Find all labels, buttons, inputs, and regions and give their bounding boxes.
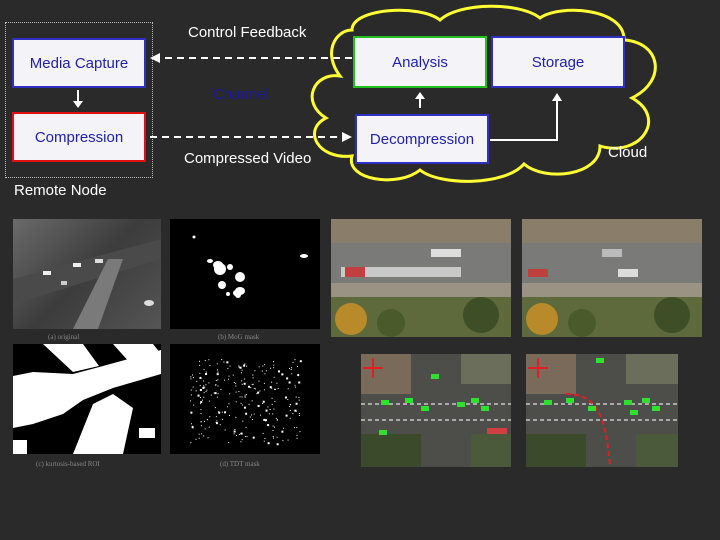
remote-node-label: Remote Node: [14, 182, 107, 199]
mog-mask-image: [170, 219, 320, 329]
storage-label: Storage: [531, 53, 585, 71]
channel-label: Channel: [213, 86, 269, 103]
kurtosis-roi-image: [13, 344, 161, 454]
caption-kurtosis-roi: (c) kurtosis-based ROI: [36, 460, 100, 468]
compressed-video-label: Compressed Video: [184, 150, 312, 167]
cloud-label: Cloud: [608, 144, 648, 161]
intersection-image-1: [361, 354, 511, 467]
control-feedback-label: Control Feedback: [188, 24, 307, 41]
media-capture-label: Media Capture: [29, 54, 129, 72]
intersection-image-2: [526, 354, 678, 467]
caption-original: (a) original: [48, 333, 80, 341]
aerial-road-image-1: [331, 219, 511, 337]
storage-box: Storage: [491, 36, 625, 88]
analysis-label: Analysis: [392, 53, 448, 71]
original-frame-image: [13, 219, 161, 329]
remote-node-frame: [5, 22, 153, 178]
compression-label: Compression: [34, 128, 124, 146]
caption-mog-mask: (b) MoG mask: [218, 333, 260, 341]
compression-box: Compression: [12, 112, 146, 162]
media-capture-box: Media Capture: [12, 38, 146, 88]
aerial-road-image-2: [522, 219, 702, 337]
caption-tdt-mask: (d) TDT mask: [220, 460, 260, 468]
decompression-label: Decompression: [369, 130, 475, 148]
tdt-mask-image: [170, 344, 320, 454]
decompression-box: Decompression: [355, 114, 489, 164]
analysis-box: Analysis: [353, 36, 487, 88]
